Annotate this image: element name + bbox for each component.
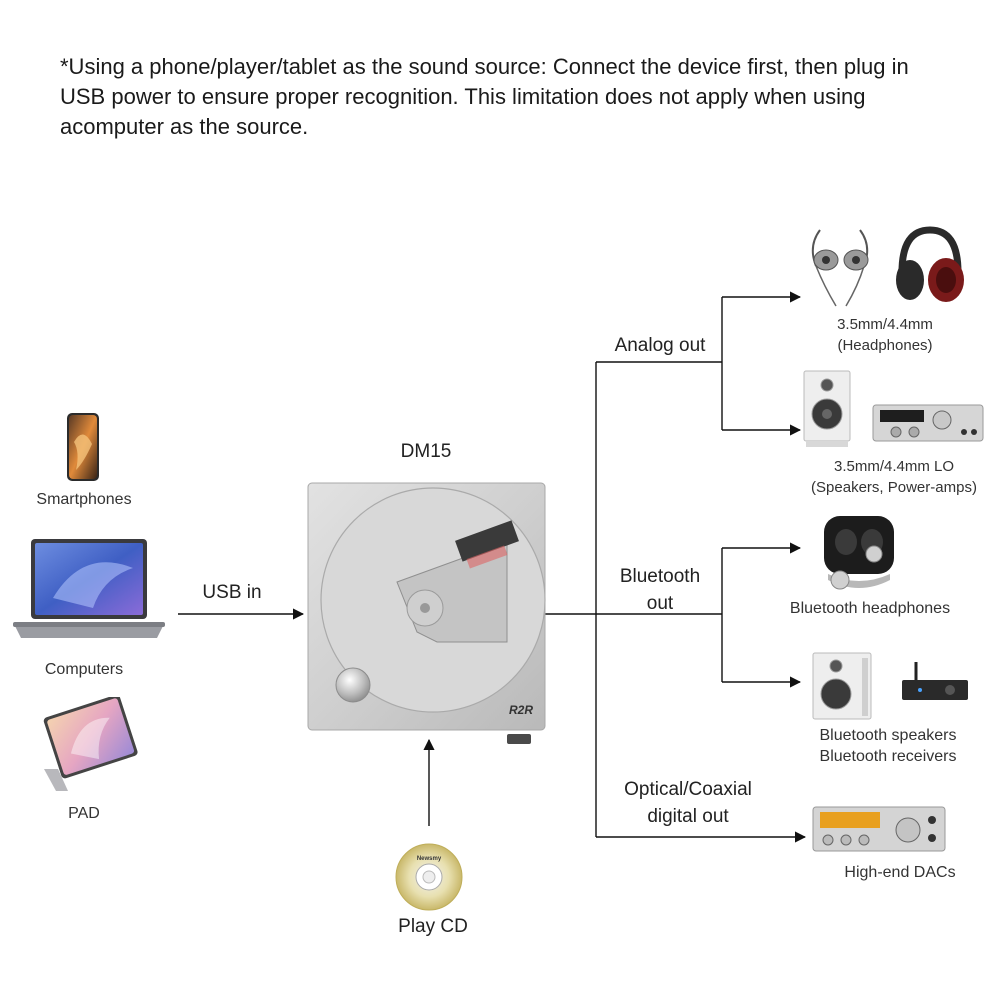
digital-out-label: Optical/Coaxial digital out xyxy=(598,776,778,830)
bt-speaker-icon xyxy=(812,652,872,720)
r2r-logo: R2R xyxy=(509,703,533,717)
headphones-line2: (Headphones) xyxy=(837,337,933,354)
bluetooth-out-line1: Bluetooth xyxy=(619,566,701,587)
analog-out-label: Analog out xyxy=(614,335,706,356)
tws-earbuds-icon xyxy=(824,516,894,590)
iem-earphones-icon xyxy=(811,229,869,307)
source-label-computers: Computers xyxy=(44,661,124,678)
dacs-label: High-end DACs xyxy=(844,864,956,881)
headphones-target-label: 3.5mm/4.4mm (Headphones) xyxy=(790,314,980,356)
source-label-smartphones: Smartphones xyxy=(36,491,132,508)
bt-speakers-line2: Bluetooth receivers xyxy=(819,748,957,765)
usb-in-label: USB in xyxy=(202,582,262,603)
bt-speakers-line1: Bluetooth speakers xyxy=(819,727,957,744)
over-ear-headphones-icon xyxy=(896,226,964,302)
smartphone-icon xyxy=(67,413,99,481)
source-label-pad: PAD xyxy=(68,805,100,822)
tablet-icon xyxy=(43,697,138,791)
digital-out-line1: Optical/Coaxial xyxy=(624,779,752,800)
dm15-device: R2R xyxy=(307,482,546,744)
digital-out-line2: digital out xyxy=(647,806,729,827)
headphone-amp-icon xyxy=(872,404,984,442)
bt-receiver-icon xyxy=(902,662,968,700)
lineout-target-label: 3.5mm/4.4mm LO (Speakers, Power-amps) xyxy=(790,456,998,498)
cd-disc-icon: Newsmy xyxy=(395,843,463,911)
lineout-line2: (Speakers, Power-amps) xyxy=(811,479,977,496)
high-end-dac-icon xyxy=(812,806,946,852)
disc-brand-text: Newsmy xyxy=(417,856,442,862)
bookshelf-speaker-icon xyxy=(803,370,851,447)
laptop-icon xyxy=(13,539,165,638)
header-note: *Using a phone/player/tablet as the soun… xyxy=(60,54,909,139)
bt-headphones-label: Bluetooth headphones xyxy=(789,600,951,617)
bluetooth-out-line2: out xyxy=(646,593,674,614)
play-cd-label: Play CD xyxy=(398,916,468,937)
bluetooth-out-label: Bluetooth out xyxy=(600,563,720,617)
headphones-line1: 3.5mm/4.4mm xyxy=(837,316,933,333)
product-name: DM15 xyxy=(400,441,452,462)
lineout-line1: 3.5mm/4.4mm LO xyxy=(833,458,955,475)
bt-speakers-label: Bluetooth speakers Bluetooth receivers xyxy=(790,725,986,767)
